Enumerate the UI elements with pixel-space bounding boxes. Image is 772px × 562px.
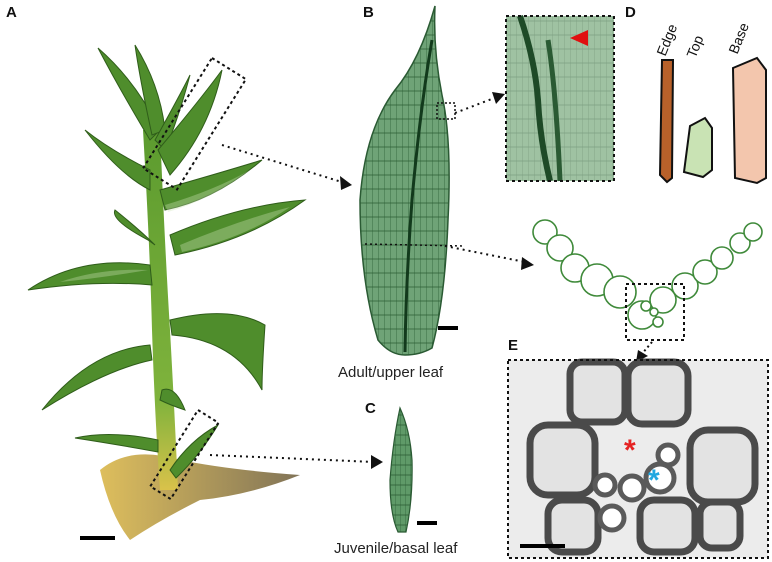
plant-leaf xyxy=(74,433,159,453)
arrowhead-a-to-b xyxy=(340,176,352,190)
red-arrowhead xyxy=(570,30,588,46)
plant-leaf xyxy=(159,159,263,211)
tem-small-cell xyxy=(592,472,618,498)
cross-section-zoom-box xyxy=(625,283,685,341)
tem-small-cell xyxy=(617,473,647,503)
zoom-box-lower xyxy=(148,408,220,501)
panel-label-b: B xyxy=(363,4,374,21)
moss-plant-photo xyxy=(27,44,383,540)
inset-cell-wall xyxy=(545,39,563,182)
juvenile-leaf-blade xyxy=(389,406,413,533)
arrow-to-cross-section xyxy=(444,245,526,263)
panel-label-c: C xyxy=(365,400,376,417)
scale-bar-a xyxy=(80,536,115,540)
adult-leaf-midrib xyxy=(403,39,434,353)
cell-shape-legend xyxy=(658,56,767,185)
inset-frame xyxy=(505,15,615,182)
plant-leaf xyxy=(157,69,223,176)
tem-cell xyxy=(686,426,759,506)
arrowhead-to-cross-section xyxy=(521,257,534,270)
plant-leaf xyxy=(84,129,151,191)
zoom-box-upper xyxy=(141,56,248,191)
tem-cell xyxy=(544,496,602,556)
tem-cell xyxy=(526,421,599,499)
blue-asterisk-marker: * xyxy=(648,464,660,497)
plant-leaf xyxy=(134,44,166,136)
tem-cell xyxy=(566,358,629,426)
tem-cell xyxy=(636,496,699,556)
tem-small-cell xyxy=(655,442,681,468)
arrowhead-a-to-c xyxy=(371,455,383,469)
tem-small-cell xyxy=(597,503,627,533)
caption-adult-leaf: Adult/upper leaf xyxy=(338,364,444,381)
panel-label-e: E xyxy=(508,337,519,354)
red-asterisk-marker: * xyxy=(624,434,636,467)
leaf-highlight xyxy=(165,170,250,212)
plant-leaf xyxy=(169,313,266,391)
arrow-a-to-b xyxy=(221,144,346,184)
base-cell-shape xyxy=(731,56,767,185)
leaf-highlight xyxy=(180,207,290,252)
scale-bar-c xyxy=(417,521,437,525)
caption-juvenile-leaf: Juvenile/basal leaf xyxy=(334,540,458,557)
panel-label-a: A xyxy=(6,4,17,21)
plant-leaf xyxy=(113,209,156,246)
scale-bar-b xyxy=(438,326,458,330)
section-line xyxy=(364,243,466,247)
tem-cell xyxy=(624,358,692,428)
scale-bar-e xyxy=(520,544,565,548)
adult-leaf-illustration xyxy=(359,5,534,356)
arrowhead-leaf-to-inset xyxy=(492,92,505,104)
leaf-cross-section xyxy=(532,219,763,330)
tem-cell xyxy=(696,498,744,552)
panel-label-d: D xyxy=(625,4,636,21)
plant-leaf xyxy=(159,388,186,411)
edge-cell-shape xyxy=(658,59,675,184)
plant-leaf xyxy=(27,262,153,291)
tem-frame xyxy=(507,359,769,559)
arrow-a-to-c xyxy=(209,454,376,463)
plant-leaf xyxy=(169,199,307,256)
leaf-inset-marker xyxy=(436,102,456,120)
plant-leaf xyxy=(41,344,153,411)
tem-micrograph xyxy=(507,358,769,559)
leaf-highlight xyxy=(60,269,148,282)
leaf-edge-inset xyxy=(505,15,615,182)
top-cell-shape xyxy=(682,116,713,179)
plant-base-rhizoids xyxy=(100,454,300,540)
adult-leaf-blade xyxy=(359,5,450,356)
inset-cell-wall xyxy=(517,15,553,182)
arrow-leaf-to-inset xyxy=(454,96,498,114)
